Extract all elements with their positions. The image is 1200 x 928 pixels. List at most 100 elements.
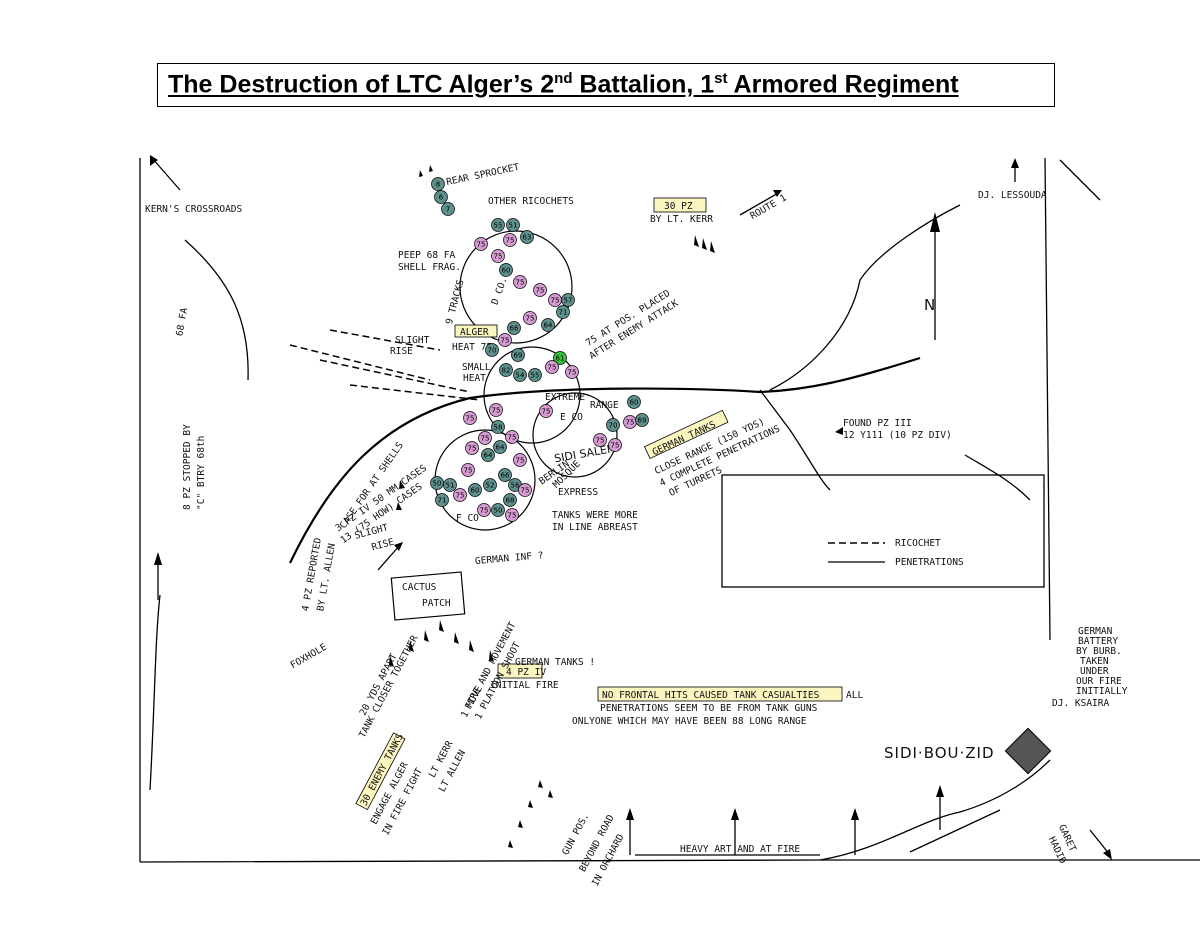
tank-marker-label: 56 xyxy=(511,482,520,490)
tank-marker xyxy=(489,403,503,417)
no-frontal-label: NO FRONTAL HITS CAUSED TANK CASUALTIES xyxy=(602,690,820,701)
tank-marker-label: 51 xyxy=(509,222,518,230)
pz-iv-label: 4 PZ IV xyxy=(506,667,546,678)
german-inf-label: GERMAN INF ? xyxy=(475,550,544,567)
tank-marker xyxy=(556,305,570,319)
tank-marker-label: 63 xyxy=(523,234,532,242)
tank-marker xyxy=(608,438,622,452)
in-line-label: IN LINE ABREAST xyxy=(552,522,638,533)
legend-penetrations-label: PENETRATIONS xyxy=(895,557,964,568)
tank-marker-label: 71 xyxy=(559,309,568,317)
tank-marker xyxy=(520,230,534,244)
e-co-label: E CO xyxy=(560,412,583,423)
other-ricochets-label: OTHER RICOCHETS xyxy=(488,196,574,207)
title-box: The Destruction of LTC Alger’s 2nd Batta… xyxy=(157,63,1055,107)
tanks-more-label: TANKS WERE MORE xyxy=(552,510,638,521)
f-co-label: F CO xyxy=(456,513,479,524)
fa-68-label: 68 FA xyxy=(174,307,190,337)
tank-marker-label: 64 xyxy=(544,322,553,330)
tank-marker-label: 75 xyxy=(494,253,503,261)
pz-iv-highlight xyxy=(497,663,543,679)
tank-marker-label: 75 xyxy=(481,435,490,443)
tank-marker-label: 75 xyxy=(626,419,635,427)
tank-marker xyxy=(505,508,519,522)
tank-marker-label: 75 xyxy=(468,445,477,453)
tank-marker-label: 50 xyxy=(433,480,442,488)
tank-marker xyxy=(593,433,607,447)
patch-label: PATCH xyxy=(422,598,451,609)
express-label: EXPRESS xyxy=(558,487,598,498)
tank-marker-label: 57 xyxy=(564,297,573,305)
tank-marker xyxy=(468,483,482,497)
penetrations-seem-label: PENETRATIONS SEEM TO BE FROM TANK GUNS xyxy=(600,703,818,714)
tank-marker xyxy=(498,333,512,347)
tank-marker-label: 75 xyxy=(542,408,551,416)
tank-marker xyxy=(430,476,444,490)
slight-rise-2b-label: RISE xyxy=(370,537,395,554)
tank-marker xyxy=(463,411,477,425)
tank-marker-label: 68 xyxy=(506,497,515,505)
cactus-label: CACTUS xyxy=(402,582,437,593)
german-tanks-highlight xyxy=(643,409,729,460)
extreme-label: EXTREME xyxy=(545,392,585,403)
tank-marker xyxy=(545,360,559,374)
svg-text:BY BURB.: BY BURB. xyxy=(1076,646,1122,657)
tank-marker-label: 75 xyxy=(501,337,510,345)
tank-marker-label: 70 xyxy=(609,422,618,430)
tank-marker xyxy=(561,293,575,307)
tank-marker xyxy=(491,503,505,517)
tank-marker-label: 69 xyxy=(638,417,647,425)
svg-text:OUR FIRE: OUR FIRE xyxy=(1076,676,1122,687)
tank-marker xyxy=(461,463,475,477)
tank-marker xyxy=(474,237,488,251)
peep-68-label: PEEP 68 FA xyxy=(398,250,455,261)
tank-marker-label: 75 xyxy=(492,407,501,415)
alger-label: ALGER xyxy=(460,327,489,338)
tank-marker xyxy=(635,413,649,427)
tank-marker-label: 75 xyxy=(536,287,545,295)
tank-marker-label: 70 xyxy=(488,347,497,355)
found-pz-b-label: 12 Y111 (10 PZ DIV) xyxy=(843,430,952,441)
map-title: The Destruction of LTC Alger’s 2nd Batta… xyxy=(168,70,959,99)
dj-lessouda-label: DJ. LESSOUDA xyxy=(978,190,1047,201)
tank-marker xyxy=(513,368,527,382)
german-battery-note: GERMAN BATTERY BY BURB. TAKEN UNDER OUR … xyxy=(1076,626,1128,697)
tank-marker xyxy=(565,365,579,379)
tank-marker-label: 75 xyxy=(516,457,525,465)
range-label: RANGE xyxy=(590,400,619,411)
tank-silhouettes xyxy=(389,165,843,848)
by-lt-kerr-label: BY LT. KERR xyxy=(650,214,713,225)
dj-ksaira-label: DJ. KSAIRA xyxy=(1052,698,1109,709)
tank-marker xyxy=(518,483,532,497)
cactus-patch-box xyxy=(390,571,466,621)
tank-marker-label: 58 xyxy=(494,424,503,432)
german-tanks-2-label: GERMAN TANKS ! xyxy=(515,657,595,668)
legend-box xyxy=(721,474,1045,588)
tank-marker-label: 75 xyxy=(596,437,605,445)
tank-marker-label: 75 xyxy=(480,507,489,515)
tank-marker xyxy=(491,249,505,263)
tank-marker xyxy=(503,493,517,507)
tank-marker-label: 75 xyxy=(568,369,577,377)
tank-marker xyxy=(506,218,520,232)
north-label: N xyxy=(924,296,936,314)
tank-marker xyxy=(507,321,521,335)
tank-marker-label: 54 xyxy=(516,372,525,380)
d-co-label: D CO. xyxy=(490,276,510,307)
tank-marker-label: 66 xyxy=(501,472,510,480)
tank-marker xyxy=(513,453,527,467)
slight-rise-1-label: SLIGHT xyxy=(395,335,430,346)
pz30-highlight xyxy=(653,197,707,213)
tank-marker xyxy=(505,430,519,444)
tank-marker xyxy=(435,493,449,507)
tank-marker-label: 7 xyxy=(446,206,450,214)
tank-marker xyxy=(627,395,641,409)
tank-marker-label: 75 xyxy=(477,241,486,249)
tank-marker xyxy=(465,441,479,455)
tank-marker-label: 66 xyxy=(510,325,519,333)
small-heat-label: SMALL xyxy=(462,362,491,373)
tank-marker-label: 75 xyxy=(464,467,473,475)
tank-marker-label: 52 xyxy=(486,482,495,490)
svg-text:UNDER: UNDER xyxy=(1080,666,1109,677)
map-frame xyxy=(139,157,1200,863)
